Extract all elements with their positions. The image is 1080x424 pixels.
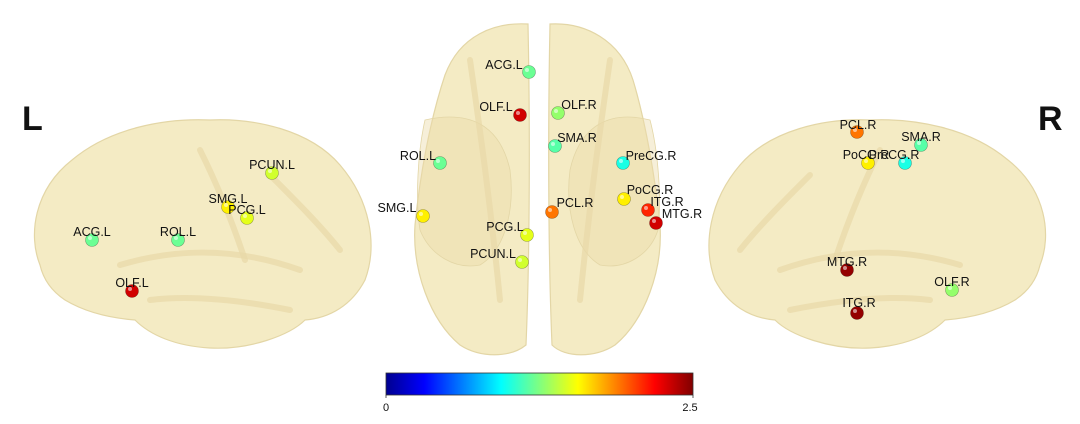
left-view-label-pcg-l: PCG.L xyxy=(228,203,266,217)
right-view-label-olf-r: OLF.R xyxy=(934,275,969,289)
dorsal-left-lobe-shade xyxy=(417,116,512,267)
dorsal-view-label-rol-l: ROL.L xyxy=(400,149,436,163)
right-hemisphere-letter: R xyxy=(1038,100,1063,138)
dorsal-left-hemisphere xyxy=(414,23,530,356)
dorsal-view-label-pocg-r: PoCG.R xyxy=(627,183,674,197)
right-view-label-itg-r: ITG.R xyxy=(842,296,875,310)
dorsal-view-node-olf-l xyxy=(513,108,527,122)
left-lateral-brain xyxy=(33,119,372,349)
dorsal-view-node-highlight-precg-r xyxy=(619,159,623,163)
dorsal-view-node-highlight-rol-l xyxy=(436,159,440,163)
dorsal-view-node-mtg-r xyxy=(649,216,663,230)
parietal-sulcus-left xyxy=(267,172,343,253)
right-view-label-sma-r: SMA.R xyxy=(901,130,941,144)
right-view-node-highlight-precg-r xyxy=(901,159,905,163)
left-view-node-highlight-rol-l xyxy=(174,236,178,240)
right-lateral-brain xyxy=(708,119,1047,349)
dorsal-view-label-pcg-l: PCG.L xyxy=(486,220,524,234)
left-view-node-highlight-olf-l xyxy=(128,287,132,291)
dorsal-view-node-highlight-pcl-r xyxy=(548,208,552,212)
dorsal-view-label-itg-r: ITG.R xyxy=(650,195,683,209)
left-view-label-acg-l: ACG.L xyxy=(73,225,111,239)
dorsal-view-label-pcun-l: PCUN.L xyxy=(470,247,516,261)
right-view-node-highlight-pocg-r xyxy=(864,159,868,163)
left-brain-surface xyxy=(33,119,372,349)
left-view-node-highlight-acg-l xyxy=(88,236,92,240)
dorsal-view-node-acg-l xyxy=(522,65,536,79)
right-view-node-highlight-mtg-r xyxy=(843,266,847,270)
right-view-node-highlight-itg-r xyxy=(853,309,857,313)
right-view-node-highlight-olf-r xyxy=(948,286,952,290)
dorsal-right-lobe-shade xyxy=(568,116,660,267)
dorsal-view-label-olf-l: OLF.L xyxy=(479,100,512,114)
dorsal-view-label-mtg-r: MTG.R xyxy=(662,207,702,221)
dorsal-view-node-pcun-l xyxy=(515,255,529,269)
dorsal-right-sulcus xyxy=(577,57,613,303)
dorsal-view-label-sma-r: SMA.R xyxy=(557,131,597,145)
left-view-node-highlight-pcun-l xyxy=(268,169,272,173)
dorsal-right-hemisphere xyxy=(548,23,661,356)
parietal-sulcus-right xyxy=(737,172,813,253)
colorbar: 0 2.5 xyxy=(383,372,698,414)
colorbar-gradient xyxy=(385,372,694,396)
dorsal-left-sulcus xyxy=(467,57,503,303)
sylvian-fissure-right xyxy=(777,249,963,273)
right-brain-surface xyxy=(708,119,1047,349)
right-view-label-mtg-r: MTG.R xyxy=(827,255,867,269)
sylvian-fissure-left xyxy=(117,249,303,273)
left-view-label-olf-l: OLF.L xyxy=(115,276,148,290)
left-view-label-pcun-l: PCUN.L xyxy=(249,158,295,172)
dorsal-view-label-acg-l: ACG.L xyxy=(485,58,523,72)
colorbar-min-label: 0 xyxy=(383,402,389,414)
colorbar-max-label: 2.5 xyxy=(682,402,697,414)
dorsal-view-node-highlight-mtg-r xyxy=(652,219,656,223)
dorsal-view-node-highlight-pocg-r xyxy=(620,195,624,199)
left-view-label-smg-l: SMG.L xyxy=(209,192,248,206)
dorsal-brain xyxy=(414,23,661,356)
left-view-node-highlight-pcg-l xyxy=(243,214,247,218)
right-view-label-pcl-r: PCL.R xyxy=(840,118,877,132)
dorsal-view-node-highlight-sma-r xyxy=(551,142,555,146)
dorsal-view-label-smg-l: SMG.L xyxy=(378,201,417,215)
left-view-node-highlight-smg-l xyxy=(224,203,228,207)
dorsal-view-label-pcl-r: PCL.R xyxy=(557,196,594,210)
temporal-sulcus-right xyxy=(787,295,933,313)
temporal-sulcus-left xyxy=(147,295,293,313)
dorsal-view-node-smg-l xyxy=(416,209,430,223)
left-hemisphere-letter: L xyxy=(22,100,43,138)
dorsal-view-node-highlight-acg-l xyxy=(525,68,529,72)
dorsal-view-label-olf-r: OLF.R xyxy=(561,98,596,112)
dorsal-view-node-highlight-pcg-l xyxy=(523,231,527,235)
dorsal-view-node-highlight-olf-l xyxy=(516,111,520,115)
dorsal-view-node-highlight-olf-r xyxy=(554,109,558,113)
dorsal-view-node-highlight-pcun-l xyxy=(518,258,522,262)
right-view-label-pocg-r: PoCG.R xyxy=(843,148,890,162)
dorsal-view-label-precg-r: PreCG.R xyxy=(626,149,677,163)
dorsal-view-node-highlight-smg-l xyxy=(419,212,423,216)
right-view-label-precg-r: PreCG.R xyxy=(869,148,920,162)
dorsal-view-node-highlight-itg-r xyxy=(644,206,648,210)
right-view-node-highlight-pcl-r xyxy=(853,128,857,132)
left-view-label-rol-l: ROL.L xyxy=(160,225,196,239)
right-view-node-highlight-sma-r xyxy=(917,141,921,145)
